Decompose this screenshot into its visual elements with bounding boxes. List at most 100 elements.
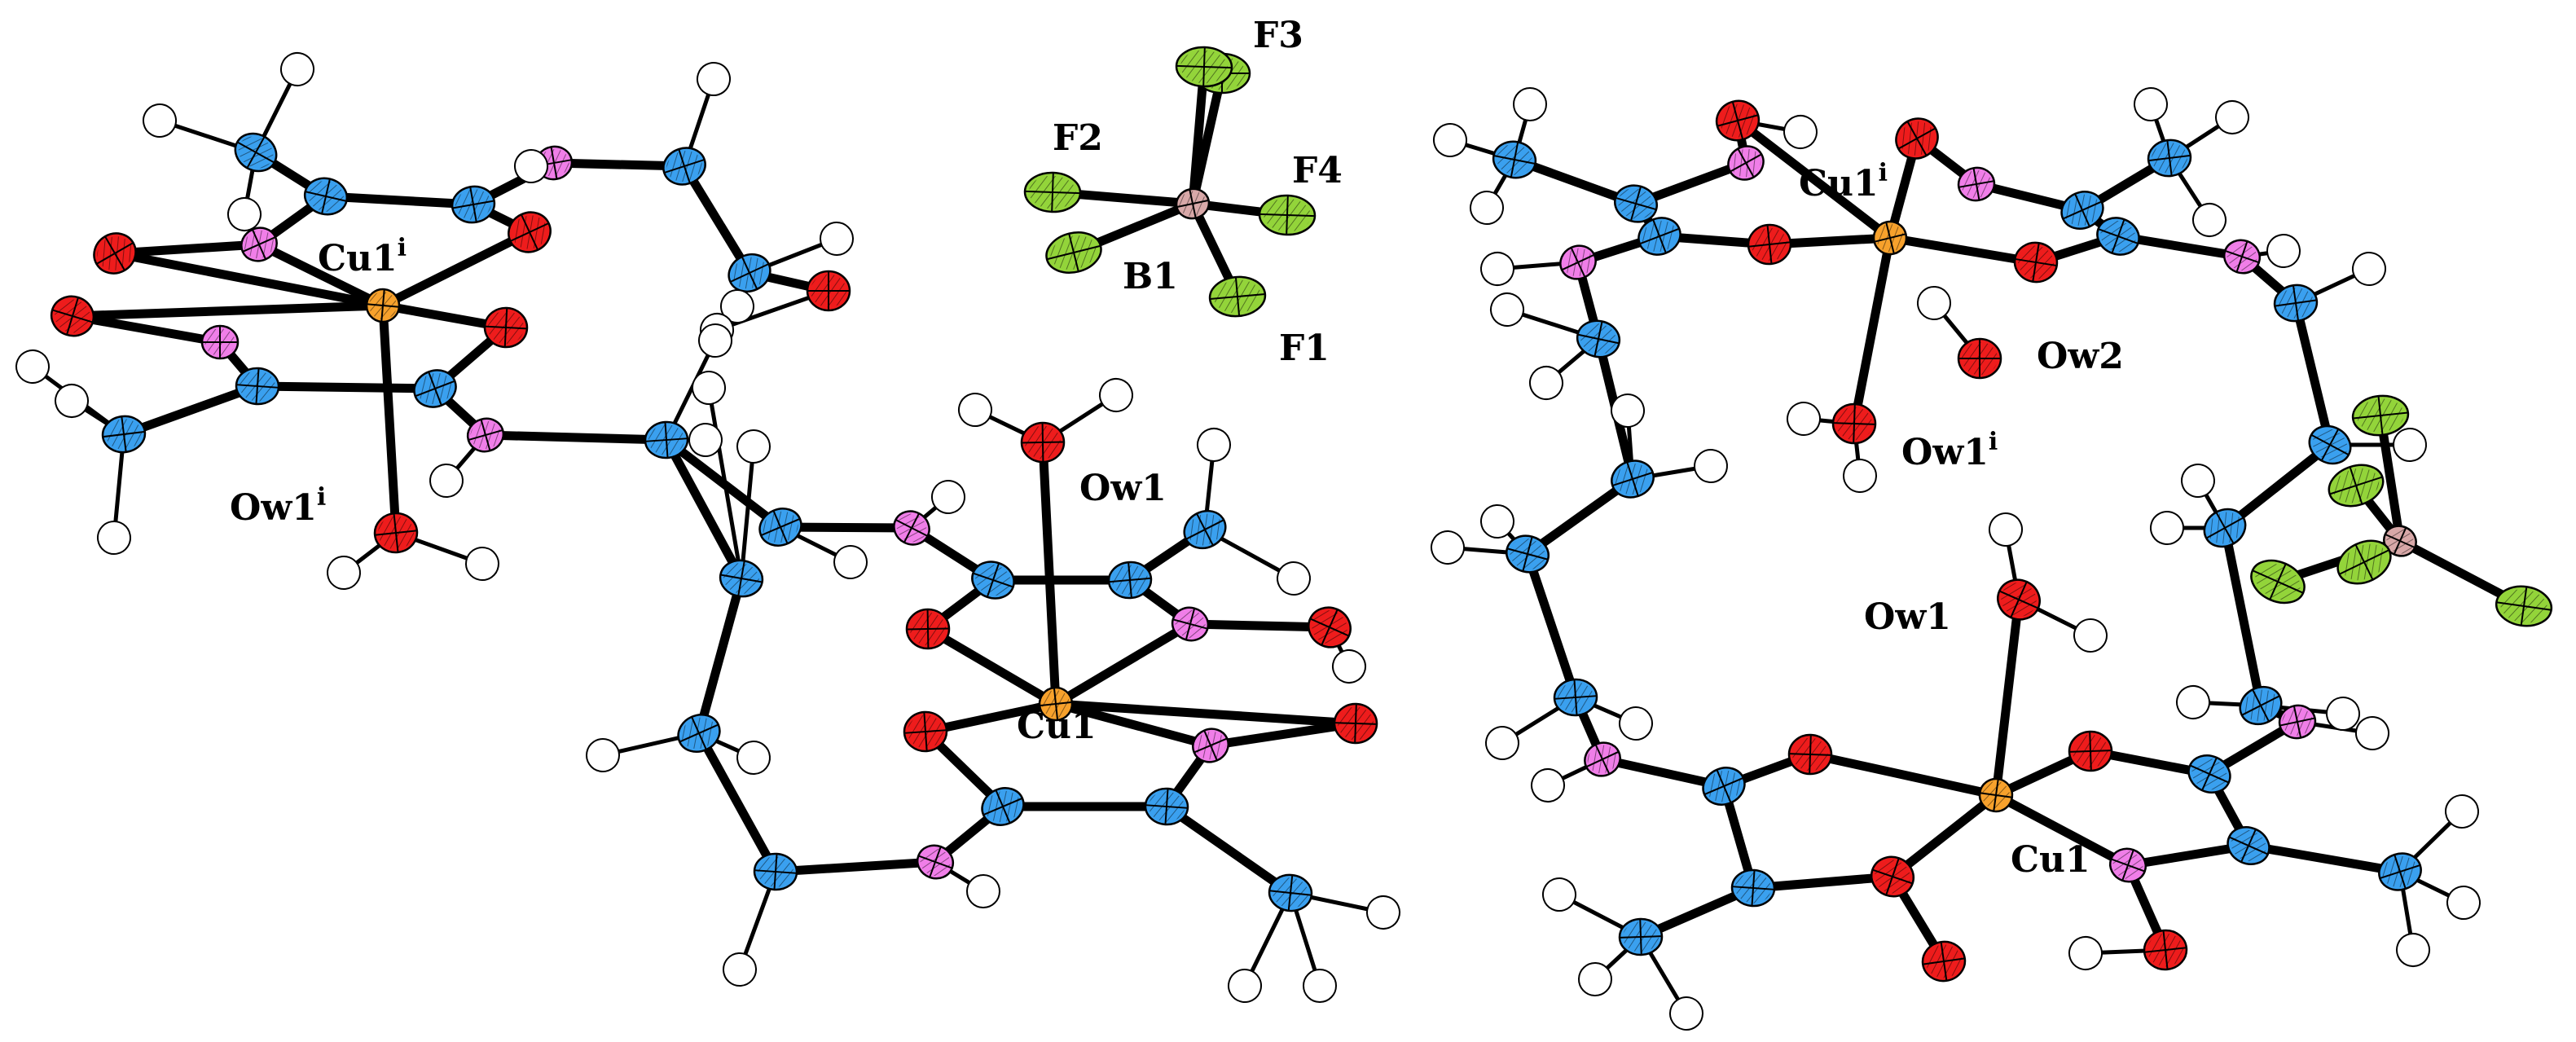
label-ow1-mid: Ow1 (1079, 468, 1167, 509)
label-ow1i-left: Ow1i (230, 483, 326, 529)
bond-l_cb3-l_cb4 (662, 435, 746, 583)
fluorine-atom-r_f1 (2351, 394, 2410, 437)
bond-r2_c4-r2_cm2 (2244, 841, 2405, 877)
carbon-atom-m_c4 (1144, 787, 1189, 826)
hydrogen-atom-m_cm2h2 (1228, 969, 1262, 1003)
bond-r_cr1-r_cr2 (2291, 298, 2335, 450)
nitrogen-atom-r_nbr (2278, 704, 2317, 740)
nitrogen-atom-m_n4 (916, 844, 955, 880)
label-f3: F3 (1253, 15, 1303, 56)
label-ow2: Ow2 (2037, 336, 2124, 377)
oxygen-atom-r_o3 (1747, 223, 1792, 266)
oxygen-atom-l_o3 (50, 295, 95, 337)
carbon-atom-r2_cm2 (2378, 852, 2422, 891)
carbon-atom-m_c2 (1107, 561, 1153, 600)
hydrogen-atom-r2_cm1h2 (1578, 962, 1612, 996)
hydrogen-atom-r_cl3h2 (1480, 504, 1514, 539)
hydrogen-atom-m_cmh1 (1197, 428, 1231, 462)
hydrogen-atom-r_ow2h (1917, 286, 1951, 320)
hydrogen-atom-r_cr4h1 (2176, 685, 2210, 719)
fluorine-atom-b_f1 (1208, 275, 1267, 318)
hydrogen-atom-r_nlh (1480, 252, 1514, 286)
hydrogen-atom-r_owh1 (1787, 402, 1821, 436)
oxygen-atom-l_o1 (93, 232, 137, 275)
carbon-atom-l_cb2 (728, 253, 771, 293)
carbon-atom-r_cl2 (1611, 459, 1655, 499)
oxygen-atom-r_ow (1831, 402, 1877, 445)
hydrogen-atom-r2_cm1h1 (1542, 877, 1576, 912)
carbon-atom-r2_c3 (1730, 868, 1776, 908)
hydrogen-atom-l_cb1h1 (697, 62, 731, 96)
hydrogen-atom-l_cb4h2 (736, 429, 771, 464)
bond-l_cb4-l_cb4h2 (739, 444, 756, 581)
hydrogen-atom-r2_cm2h1 (2445, 794, 2479, 829)
carbon-atom-r_c2 (1637, 217, 1681, 256)
fluorine-atom-r_f5 (2336, 539, 2392, 585)
nitrogen-atom-r_nl (1559, 244, 1597, 280)
hydrogen-atom-l_cb3h3 (429, 464, 464, 498)
hydrogen-atom-r_cm2h1 (2134, 86, 2168, 121)
hydrogen-atom-r_cl4h1 (1485, 726, 1519, 760)
carbon-atom-r_c4 (2096, 217, 2140, 256)
nitrogen-atom-r_n1 (1727, 145, 1765, 181)
hydrogen-atom-r2_cm1h3 (1669, 996, 1703, 1031)
hydrogen-atom-r2_o5h (2068, 936, 2103, 970)
bond-l_cb1-l_cb2 (679, 161, 754, 278)
hydrogen-atom-l_cb3h2 (688, 423, 723, 457)
hydrogen-atom-r_cm1h3 (1470, 191, 1504, 225)
carbon-atom-m_cm (1183, 509, 1227, 550)
label-cu1-right: Cu1 (2011, 839, 2090, 881)
hydrogen-atom-r2_cm2h3 (2396, 933, 2430, 967)
carbon-atom-r_c1 (1614, 184, 1658, 223)
bond-m_n2-m_o2 (1185, 619, 1334, 632)
carbon-atom-l_cb7 (753, 852, 798, 891)
bond-r_cu-r_o1 (1733, 116, 1895, 243)
hydrogen-atom-l_cmh5 (97, 521, 131, 555)
bond-l_cu-l_o3 (68, 301, 388, 321)
hydrogen-atom-m_cmh2 (1277, 561, 1311, 596)
hydrogen-atom-r_owh2 (1843, 459, 1877, 493)
oxygen-atom-r2_o1 (1787, 733, 1833, 776)
copper-atom-r_cu (1872, 220, 1908, 256)
bond-l_cb5-m_n1 (776, 522, 917, 533)
bond-r2_cu-r2_n1 (1991, 790, 2133, 870)
hydrogen-atom-l_cb3h1 (698, 323, 732, 358)
bond-l_cu-l_ow (378, 301, 401, 538)
nitrogen-atom-l_n4 (466, 417, 505, 453)
hydrogen-atom-r_cr3h2 (2181, 464, 2215, 498)
carbon-atom-m_cm2 (1268, 873, 1313, 912)
oxygen-atom-m_o1 (905, 608, 951, 650)
carbon-atom-l_c2 (451, 185, 496, 224)
carbon-atom-l_c1 (303, 177, 349, 216)
hydrogen-atom-m_n4h (966, 874, 1000, 908)
hydrogen-atom-r_nbrh (2355, 716, 2389, 750)
fluorine-atom-r_f3 (2495, 585, 2553, 627)
bond-r_cl3-r_cl4 (1523, 549, 1580, 702)
fluorine-atom-b_f4 (1258, 194, 1317, 236)
nitrogen-atom-l_n1 (240, 226, 278, 262)
bond-r2_cu-r2_o3 (1888, 790, 2001, 882)
carbon-atom-l_cb6 (677, 714, 721, 753)
bond-b_b-b_f3b (1188, 62, 1209, 209)
oxygen-atom-l_o4 (483, 306, 529, 349)
carbon-atom-l_cb3 (644, 420, 689, 459)
oxygen-atom-r2_ow (1997, 578, 2041, 621)
oxygen-atom-r_ow2 (1957, 337, 2002, 380)
nitrogen-atom-r_n2 (1957, 166, 1996, 202)
fluorine-atom-b_f2b (1045, 231, 1102, 274)
nitrogen-atom-r_nr (2222, 239, 2262, 275)
fluorine-atom-r_f4 (2328, 464, 2385, 508)
hydrogen-atom-r_cr3h1 (2150, 511, 2184, 545)
bond-l_o3-l_n2 (68, 311, 225, 347)
hydrogen-atom-r_cl1h1 (1490, 292, 1524, 327)
hydrogen-atom-m_cm2h3 (1303, 969, 1337, 1003)
hydrogen-atom-r_cl4h2 (1619, 706, 1653, 741)
oxygen-atom-m_o4 (1333, 702, 1378, 745)
bond-m_cu-m_ow (1038, 437, 1061, 709)
carbon-atom-r_c3 (2060, 191, 2104, 230)
hydrogen-atom-r_cl2h1 (1694, 449, 1728, 483)
hydrogen-atom-r_cr1h1 (2352, 252, 2386, 286)
carbon-atom-r_cr4 (2239, 685, 2283, 726)
hydrogen-atom-r_cr2h1 (2393, 428, 2427, 462)
